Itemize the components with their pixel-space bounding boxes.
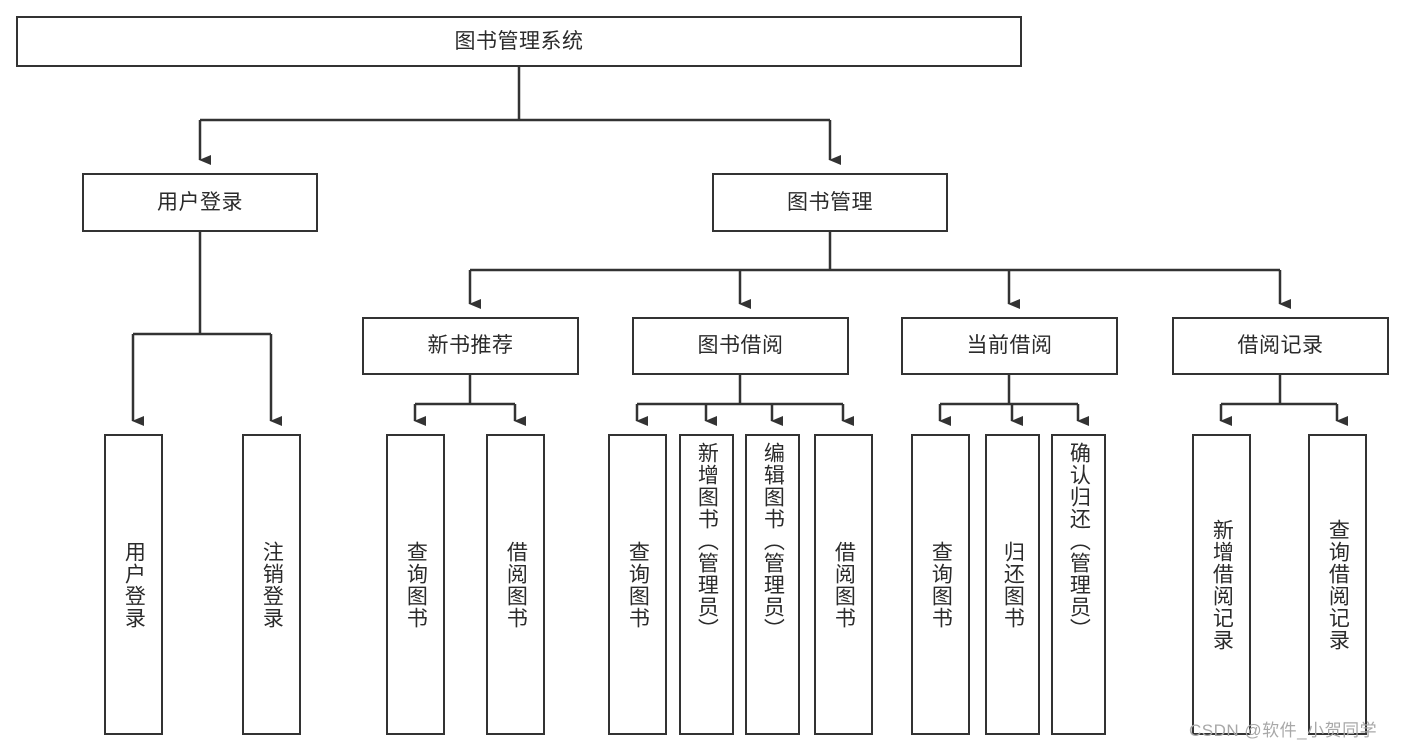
csdn-watermark: CSDN @软件_小贺同学 (1189, 721, 1378, 740)
node-leaf-query-record[interactable]: 查询借阅记录 (1308, 434, 1367, 735)
node-leaf-edit-book-label: 编辑图书（管理员） (761, 442, 785, 640)
node-book-manage-label: 图书管理 (787, 190, 873, 214)
node-leaf-logout[interactable]: 注销登录 (242, 434, 301, 735)
node-user-login[interactable]: 用户登录 (82, 173, 318, 232)
node-leaf-confirm-return-label: 确认归还（管理员） (1067, 442, 1091, 640)
node-leaf-query-book-borrow[interactable]: 查询图书 (608, 434, 667, 735)
node-user-login-label: 用户登录 (157, 190, 243, 214)
node-leaf-borrow-book-rec[interactable]: 借阅图书 (486, 434, 545, 735)
node-root-label: 图书管理系统 (454, 29, 584, 53)
node-book-borrow-label: 图书借阅 (697, 334, 784, 358)
node-leaf-query-book-rec-label: 查询图书 (404, 540, 428, 629)
node-leaf-logout-label: 注销登录 (260, 540, 284, 629)
node-new-book-rec[interactable]: 新书推荐 (362, 317, 579, 375)
node-leaf-query-book-rec[interactable]: 查询图书 (386, 434, 445, 735)
node-leaf-borrow-book-label: 借阅图书 (832, 540, 856, 629)
node-leaf-borrow-book-rec-label: 借阅图书 (504, 540, 528, 629)
node-current-borrow-label: 当前借阅 (966, 334, 1053, 358)
node-leaf-borrow-book[interactable]: 借阅图书 (814, 434, 873, 735)
node-book-borrow[interactable]: 图书借阅 (632, 317, 849, 375)
node-leaf-query-record-label: 查询借阅记录 (1326, 518, 1350, 651)
node-leaf-query-book-current-label: 查询图书 (929, 540, 953, 629)
node-borrow-record[interactable]: 借阅记录 (1172, 317, 1389, 375)
node-leaf-user-login-label: 用户登录 (122, 540, 146, 629)
node-leaf-query-book-borrow-label: 查询图书 (626, 540, 650, 629)
node-leaf-add-record-label: 新增借阅记录 (1210, 518, 1234, 651)
node-book-manage[interactable]: 图书管理 (712, 173, 948, 232)
node-leaf-edit-book[interactable]: 编辑图书（管理员） (745, 434, 800, 735)
node-leaf-add-record[interactable]: 新增借阅记录 (1192, 434, 1251, 735)
node-leaf-return-book[interactable]: 归还图书 (985, 434, 1040, 735)
node-leaf-user-login[interactable]: 用户登录 (104, 434, 163, 735)
node-leaf-query-book-current[interactable]: 查询图书 (911, 434, 970, 735)
node-leaf-add-book-label: 新增图书（管理员） (695, 442, 719, 640)
node-leaf-confirm-return[interactable]: 确认归还（管理员） (1051, 434, 1106, 735)
node-leaf-return-book-label: 归还图书 (1001, 540, 1025, 629)
node-current-borrow[interactable]: 当前借阅 (901, 317, 1118, 375)
node-root[interactable]: 图书管理系统 (16, 16, 1022, 67)
node-leaf-add-book[interactable]: 新增图书（管理员） (679, 434, 734, 735)
node-new-book-rec-label: 新书推荐 (427, 334, 514, 358)
node-borrow-record-label: 借阅记录 (1237, 334, 1324, 358)
